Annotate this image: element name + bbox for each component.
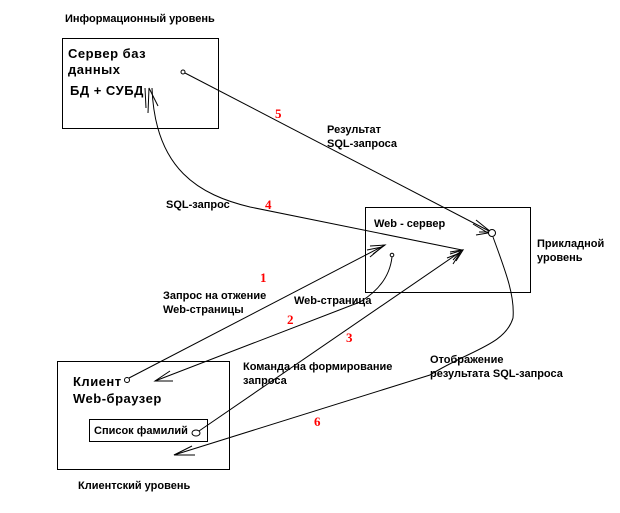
app-level-label-line2: уровень bbox=[537, 252, 583, 264]
surname-list-box bbox=[89, 419, 208, 442]
step-number-2: 2 bbox=[287, 312, 294, 327]
surname-list-label: Список фамилий bbox=[94, 425, 188, 437]
flow-2-label: Web-страница bbox=[294, 295, 372, 307]
web-server-title: Web - сервер bbox=[374, 218, 446, 230]
flow-5-label-line2: SQL-запроса bbox=[327, 138, 398, 150]
step-number-4: 4 bbox=[265, 197, 272, 212]
flow-1-label-line2: Web-страницы bbox=[163, 304, 244, 316]
flow-1-label-line1: Запрос на отжение bbox=[163, 290, 267, 302]
web-server-box bbox=[365, 207, 531, 293]
flow-1-arrow bbox=[124, 244, 387, 383]
flow-6-arrow bbox=[173, 229, 514, 456]
info-level-label: Информационный уровень bbox=[65, 13, 215, 25]
flow-3-label-line2: запроса bbox=[243, 375, 287, 387]
db-server-box bbox=[62, 38, 219, 129]
flow-2-arrow bbox=[153, 252, 395, 382]
step-number-5: 5 bbox=[275, 106, 282, 121]
step-number-6: 6 bbox=[314, 414, 321, 429]
flow-6-label-line2: результата SQL-запроса bbox=[430, 368, 563, 380]
db-server-components: БД + СУБД bbox=[70, 83, 144, 98]
flow-4-label: SQL-запрос bbox=[166, 199, 230, 211]
flow-4-arrow bbox=[144, 87, 464, 261]
flow-6-label-line1: Отображение bbox=[430, 354, 504, 366]
db-server-title-line1: Сервер баз bbox=[68, 46, 147, 61]
flow-3-arrow bbox=[191, 249, 465, 437]
flow-5-label-line1: Результат bbox=[327, 124, 382, 136]
app-level-label-line1: Прикладной bbox=[537, 238, 605, 250]
step-number-3: 3 bbox=[346, 330, 353, 345]
step-number-1: 1 bbox=[260, 270, 267, 285]
client-title-line2: Web-браузер bbox=[73, 391, 162, 406]
flow-3-label-line1: Команда на формирование bbox=[243, 361, 393, 373]
client-title-line1: Клиент bbox=[73, 374, 122, 389]
db-server-title-line2: данных bbox=[68, 62, 121, 77]
client-box bbox=[57, 361, 230, 470]
client-level-label: Клиентский уровень bbox=[78, 480, 191, 492]
